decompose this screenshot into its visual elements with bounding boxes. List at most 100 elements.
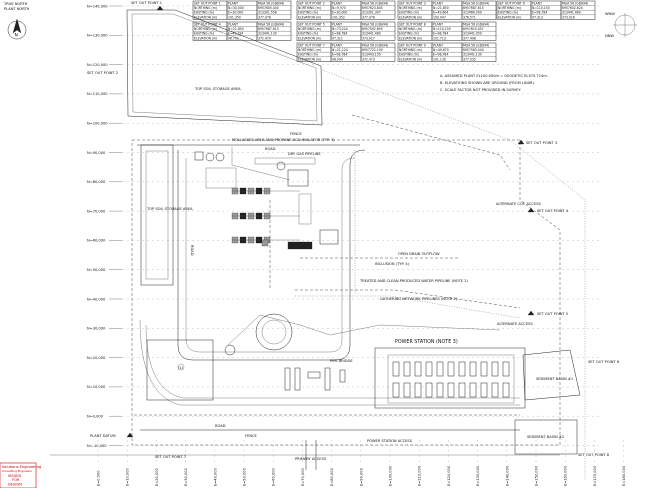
- north-grid-label: N=0,000: [87, 415, 104, 419]
- north-grid-label: N=120,000: [87, 63, 108, 67]
- generator-unit: [436, 382, 444, 398]
- table-cell: 373.017: [362, 36, 375, 40]
- table-cell: PLANT: [332, 44, 342, 48]
- generator-unit: [502, 361, 510, 377]
- table-cell: NORTHING (m): [194, 6, 217, 10]
- table-cell: 101.713: [433, 36, 446, 40]
- table-cell: N=110,150: [433, 27, 451, 31]
- power-station: POWER STATION (NOTE 3) POWER STATION ACC…: [367, 339, 526, 443]
- table-cell: E=98,784: [332, 53, 347, 57]
- table-cell: N=30,000: [228, 6, 244, 10]
- table-cell: SET OUT POINT 9: [399, 44, 426, 48]
- gathering-pipelines-label: GATHERING NETWORK PIPELINES (NOTE 2): [380, 297, 458, 301]
- east-grid-label: E=160,000: [564, 465, 568, 486]
- table-cell: 377.408: [463, 36, 476, 40]
- north-grid-label: N=50,000: [87, 268, 106, 272]
- table-cell: MGA 56 (GDA94): [362, 2, 388, 6]
- table-cell: EASTING (m): [298, 53, 318, 57]
- table-cell: E=49,604: [433, 11, 448, 15]
- table-cell: 96.099: [332, 57, 343, 61]
- table-cell: 313466.099: [463, 11, 482, 15]
- table-cell: N=73,224: [332, 27, 348, 31]
- north-grid-label: N=10,000: [87, 385, 106, 389]
- table-cell: SET OUT POINT 7: [298, 44, 325, 48]
- table-cell: PLANT: [532, 2, 542, 6]
- north-grid-label: N=30,000: [87, 327, 106, 331]
- table-cell: 313443.195: [362, 53, 381, 57]
- table-cell: ELEVATION (m): [399, 57, 422, 61]
- table-cell: NORTHING (m): [399, 27, 422, 31]
- storage-pond: (1): [146, 339, 214, 401]
- generator-unit: [436, 361, 444, 377]
- east-grid-label: E=140,000: [505, 465, 509, 486]
- table-cell: 372.470: [258, 36, 271, 40]
- table-cell: MGA 56 (GDA94): [463, 23, 489, 27]
- north-grid-label: N=20,000: [87, 356, 106, 360]
- east-grid-label: E=110,000: [418, 465, 422, 486]
- east-grid-label: E=60,000: [272, 467, 276, 486]
- power-station-access-label: POWER STATION ACCESS: [367, 439, 413, 443]
- table-cell: ELEVATION (m): [298, 57, 321, 61]
- generator-unit: [425, 382, 433, 398]
- table-cell: EASTING (m): [194, 32, 214, 36]
- table-cell: ELEVATION (m): [399, 36, 422, 40]
- east-grid-label: E=20,000: [155, 467, 159, 486]
- notes: A. ASSUMED PLANT EL100.000m = GEODETIC E…: [440, 74, 548, 92]
- table-cell: N=49,670: [433, 48, 449, 52]
- table-cell: 313441.050: [463, 32, 482, 36]
- east-grid-label: E=90,000: [359, 467, 363, 486]
- table-cell: E=98,784: [532, 11, 547, 15]
- sediment-basin-2-label: SEDIMENT BASIN #2: [527, 435, 564, 439]
- logo-company: Solutions Engineering: [2, 465, 41, 469]
- table-cell: NORTHING (m): [399, 48, 422, 52]
- plant-north-label: PLANT NORTH: [4, 7, 30, 11]
- generator-unit: [392, 361, 400, 377]
- top-soil-storage-area: TOP SOIL STORAGE AREA: [126, 9, 323, 126]
- circular-tanks: [224, 313, 293, 356]
- table-cell: PLANT: [433, 44, 443, 48]
- pond-unit-number: (1): [178, 366, 184, 370]
- table-cell: NORTHING (m): [298, 48, 321, 52]
- table-cell: MGA 56 (GDA94): [258, 2, 284, 6]
- east-grid-label: E=120,000: [447, 465, 451, 486]
- issue-line-2: FOR: [12, 478, 20, 482]
- north-grid-label: N=130,000: [87, 34, 108, 38]
- title-block-logo: Solutions Engineering Consulting Enginee…: [0, 462, 41, 489]
- generator-unit: [414, 361, 422, 377]
- table-cell: 6957722.190: [362, 48, 383, 52]
- table-cell: N=110,150: [532, 6, 550, 10]
- table-cell: 373.016: [562, 15, 575, 19]
- east-grid-label: E=130,000: [476, 465, 480, 486]
- table-cell: 313441.130: [258, 32, 277, 36]
- table-cell: SET OUT POINT 4: [194, 23, 221, 27]
- generator-unit: [447, 382, 455, 398]
- sediment-basins: SEDIMENT BASIN #1 SEDIMENT BASIN #2: [514, 349, 581, 455]
- process-equipment: MOLLASSES AREA AND PROPANE ACCUMULATOR (…: [194, 138, 356, 295]
- generator-unit: [403, 361, 411, 377]
- table-cell: PLANT: [228, 23, 238, 27]
- generator-unit: [491, 361, 499, 377]
- generator-unit: [491, 382, 499, 398]
- table-cell: 101.130: [433, 57, 446, 61]
- generator-unit: [425, 361, 433, 377]
- table-cell: PLANT: [332, 23, 342, 27]
- table-cell: SET OUT POINT 8: [399, 23, 426, 27]
- plant-boundary: FENCE FENCE ROAD ROAD: [131, 132, 561, 446]
- road-label-side: ROAD: [190, 245, 194, 256]
- table-cell: E=30,000: [332, 11, 347, 15]
- table-cell: 372.473: [362, 57, 375, 61]
- plant-datum: PLANT DATUM: [50, 432, 560, 456]
- east-boundary: [321, 69, 586, 480]
- table-cell: MGA 56 (GDA94): [463, 44, 489, 48]
- table-cell: N=21,850: [433, 6, 449, 10]
- open-drain-label: OPEN DRAIN OUTFLOW: [398, 252, 440, 256]
- set-out-8-label: SET OUT POINT 8: [578, 453, 610, 457]
- table-cell: ELEVATION (m): [194, 15, 217, 19]
- compass-legend: WNW NNW: [605, 12, 637, 38]
- alternate-cof-access-label: ALTERNATE COF. ACCESS: [496, 202, 541, 206]
- table-cell: 6957592.695: [362, 27, 383, 31]
- pipe-bridge-label: PIPE BRIDGE: [330, 359, 353, 363]
- table-cell: SET OUT POINT 5: [298, 23, 325, 27]
